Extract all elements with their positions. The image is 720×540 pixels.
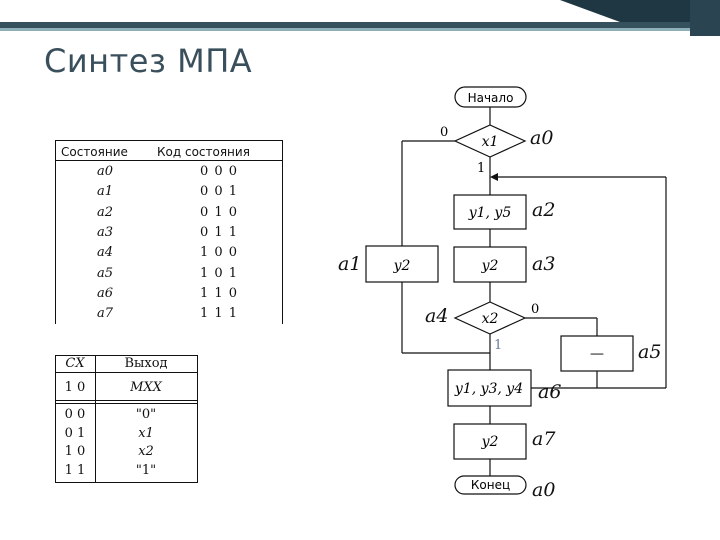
subheader-mxx: MXX — [130, 380, 162, 395]
state-cell: a1 — [96, 184, 114, 200]
code-cell: 0 1 1 — [199, 224, 239, 240]
header-code: Код состояния — [157, 145, 250, 159]
block-a5-label: — — [590, 346, 604, 362]
subheader-cx: 1 0 — [64, 380, 86, 395]
state-mark-a4: a4 — [425, 305, 448, 327]
mux-output-cell: "0" — [135, 407, 157, 422]
state-mark-a2: a2 — [532, 199, 555, 221]
block-a7-label: y2 — [481, 434, 499, 450]
state-cell: a5 — [96, 265, 114, 281]
block-a6-label: y1, y3, y4 — [454, 381, 523, 397]
mux-output-cell: x2 — [138, 444, 154, 459]
mux-cx-cell: 0 0 — [64, 407, 86, 422]
cond-x2-label: x2 — [482, 311, 499, 327]
state-cell: a0 — [96, 164, 114, 179]
state-cell: a3 — [96, 224, 114, 240]
code-cell: 1 0 0 — [199, 245, 239, 261]
state-cell: a4 — [96, 245, 114, 261]
state-cell: a2 — [96, 204, 114, 220]
mux-output-cell: x1 — [138, 425, 154, 441]
block-a1-label: y2 — [393, 258, 411, 274]
page-title: Синтез МПА — [44, 42, 253, 80]
mux-cx-cell: 0 1 — [64, 425, 86, 441]
edge-x2-zero: 0 — [531, 302, 539, 317]
cond-x1-label: x1 — [482, 134, 499, 150]
state-cell: a6 — [96, 285, 114, 301]
mux-output-cell: "1" — [135, 462, 157, 478]
header-state: Состояние — [61, 145, 128, 159]
start-label: Начало — [468, 91, 514, 105]
end-terminal — [454, 475, 527, 495]
state-mark-a0-top: a0 — [530, 127, 553, 149]
edge-x2-one: 1 — [494, 338, 502, 353]
code-cell: 1 1 1 — [199, 306, 239, 322]
code-cell: 0 1 0 — [199, 204, 239, 220]
code-cell: 1 0 1 — [199, 265, 239, 281]
block-a2-label: y1, y5 — [468, 205, 512, 221]
state-mark-a5: a5 — [638, 341, 661, 363]
state-cell: a7 — [96, 306, 114, 322]
state-mark-a3: a3 — [532, 253, 555, 275]
header-cx: CX — [65, 356, 85, 371]
mux-cx-cell: 1 1 — [64, 462, 86, 478]
loop-arrowhead — [490, 173, 498, 181]
mux-cx-cell: 1 0 — [64, 444, 86, 459]
edge-x1-one: 1 — [477, 161, 485, 176]
state-mark-a7: a7 — [532, 428, 556, 450]
state-code-table: Состояние Код состояния a0 0 0 0 a1 0 0 1 a2… — [55, 140, 283, 324]
state-mark-a1: a1 — [338, 253, 361, 275]
edge-x1-zero: 0 — [440, 125, 448, 140]
state-mark-a6: a6 — [538, 381, 561, 403]
code-cell: 1 1 0 — [199, 285, 239, 301]
code-cell: 0 0 1 — [199, 184, 239, 200]
end-label: Конец — [471, 478, 510, 492]
state-mark-a0-bottom: a0 — [532, 479, 555, 501]
header-output: Выход — [124, 356, 168, 371]
mux-table: CX Выход 1 0 MXX 0 0 "0" 0 1 x1 1 0 x2 1 1 "1" — [55, 355, 198, 483]
code-cell: 0 0 0 — [199, 164, 239, 179]
block-a3-label: y2 — [481, 258, 499, 274]
top-decor-bar — [0, 0, 720, 36]
